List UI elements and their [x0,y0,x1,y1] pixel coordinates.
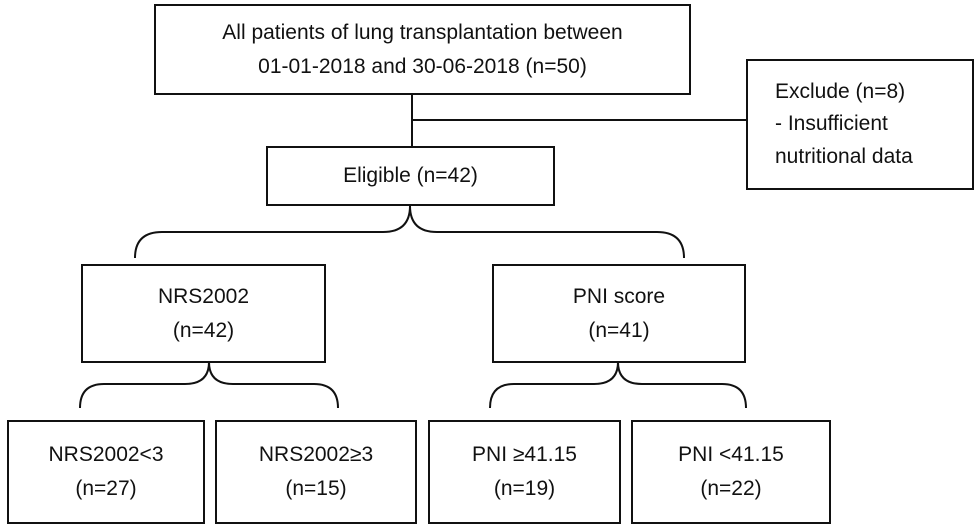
pni-score-label: PNI score [572,284,666,308]
nrs2002-low-label: NRS2002<3 [48,443,164,467]
eligible-label: Eligible (n=42) [343,164,478,188]
brace-nrs [79,361,339,409]
pni-score-box: PNI score (n=41) [492,264,746,363]
pni-high-box: PNI ≥41.15 (n=19) [428,420,621,524]
nrs2002-count: (n=42) [172,318,235,342]
nrs2002-high-count: (n=15) [285,477,347,500]
pni-score-count: (n=41) [588,318,650,342]
nrs2002-box: NRS2002 (n=42) [81,264,326,363]
nrs2002-high-box: NRS2002≥3 (n=15) [215,420,417,524]
nrs2002-label: NRS2002 [157,284,250,308]
all-patients-line2: 01-01-2018 and 30-06-2018 (n=50) [258,54,587,78]
pni-high-count: (n=19) [493,477,556,500]
brace-eligible [134,205,685,259]
eligible-box: Eligible (n=42) [266,146,555,206]
all-patients-line1: All patients of lung transplantation bet… [222,20,623,44]
exclude-count: Exclude (n=8) [775,79,906,103]
pni-low-count: (n=22) [700,477,762,500]
pni-high-label: PNI ≥41.15 [472,443,577,467]
brace-pni [489,361,747,409]
pni-low-label: PNI <41.15 [678,443,784,467]
pni-low-box: PNI <41.15 (n=22) [631,420,831,524]
nrs2002-low-count: (n=27) [75,477,137,500]
exclude-reason-line2: nutritional data [775,144,913,168]
exclude-box: Exclude (n=8) - Insufficient nutritional… [746,59,974,190]
exclude-reason-line1: - Insufficient [775,112,888,136]
all-patients-box: All patients of lung transplantation bet… [154,4,691,95]
nrs2002-low-box: NRS2002<3 (n=27) [7,420,205,524]
nrs2002-high-label: NRS2002≥3 [258,443,374,467]
